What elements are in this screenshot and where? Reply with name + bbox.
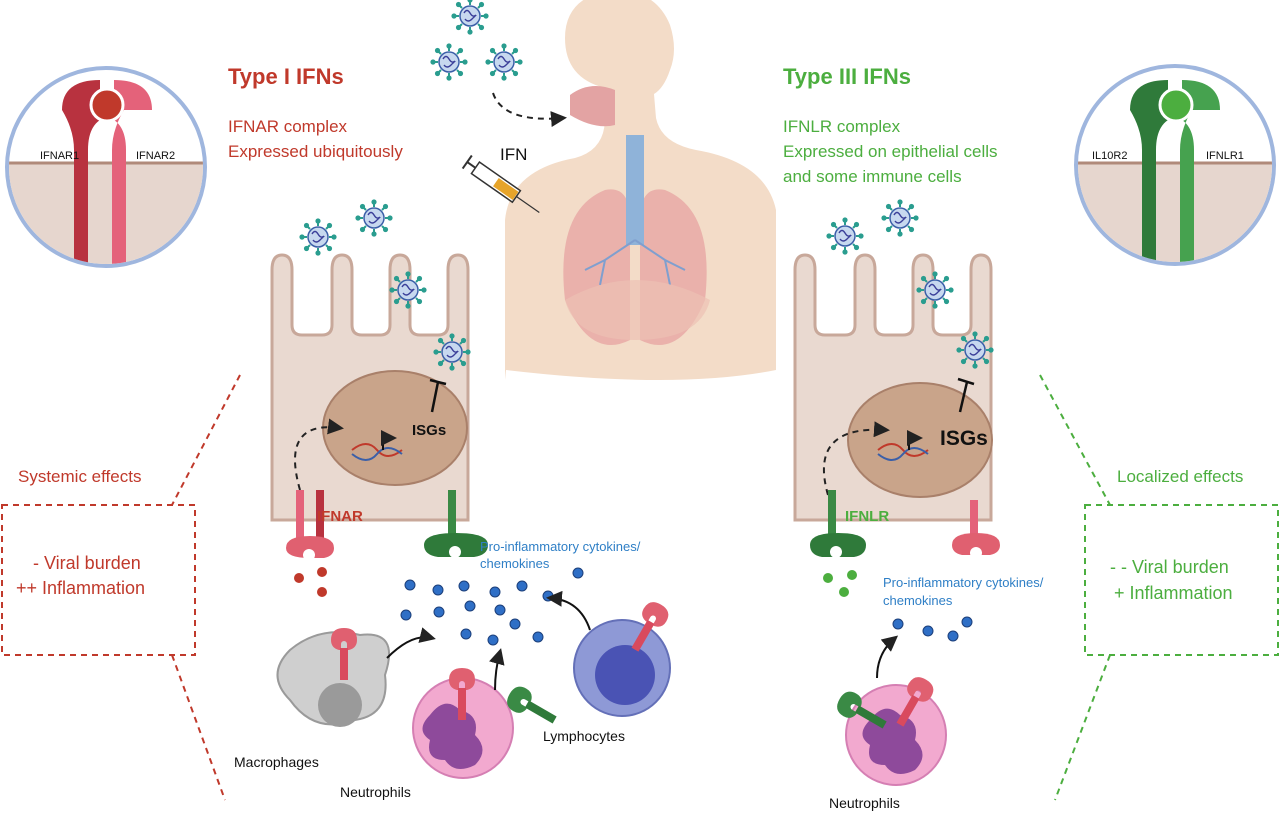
human-respiratory-figure [505,0,776,380]
ifn-syringe [461,154,540,214]
cytokines-label-right-1: Pro-inflammatory cytokines/ [883,575,1044,590]
neutrophil-cell-left [412,668,562,779]
localized-effects-box [1039,374,1279,801]
ifnar-cell-label: IFNAR [317,508,363,525]
ifnlr1-label: IFNLR1 [1206,150,1244,162]
neutrophils-label-left: Neutrophils [340,784,411,800]
isgs-label-right: ISGs [940,427,988,450]
ifnlr-cell-label: IFNLR [845,508,890,525]
systemic-effect-viral-burden: - Viral burden [33,553,141,573]
isgs-label-left: ISGs [412,422,447,439]
type1-title: Type I IFNs [228,64,344,89]
systemic-effect-inflammation: ++ Inflammation [16,578,146,598]
localized-effect-viral-burden: - - Viral burden [1110,557,1229,577]
macrophages-label: Macrophages [234,754,319,770]
epithelial-cell-right [793,253,993,522]
ifnlr-cell-receptor [810,490,866,558]
ifnar-cell-receptor [286,490,334,561]
systemic-effects-box [1,374,241,801]
cytokines-label-left-2: chemokines [480,556,550,571]
cytokine-dots-left [400,567,584,646]
il10r2-label: IL10R2 [1092,150,1128,162]
type1-desc-2: Expressed ubiquitously [228,142,403,161]
localized-effects-title: Localized effects [1117,467,1244,486]
neutrophil-cell-right [833,673,947,786]
ifnlr-receptor-inset [1074,64,1276,266]
epithelial-cell-left [270,253,470,522]
type3-desc-2: Expressed on epithelial cells [783,142,998,161]
ifnar-receptor-on-type3-cell [952,500,1000,559]
ifnar-receptor-inset [5,66,207,268]
cytokines-label-right-2: chemokines [883,593,953,608]
type3-desc-1: IFNLR complex [783,117,901,136]
neutrophils-label-right: Neutrophils [829,795,900,811]
cytokines-label-left-1: Pro-inflammatory cytokines/ [480,539,641,554]
type3-desc-3: and some immune cells [783,167,962,186]
ifnar1-label: IFNAR1 [40,150,80,162]
ifnlr-receptor-on-type1-cell [424,490,488,558]
ifnar2-label: IFNAR2 [136,150,176,162]
lymphocytes-label: Lymphocytes [543,728,625,744]
lymphocyte-cell [573,598,673,717]
type3-title: Type III IFNs [783,64,911,89]
localized-effect-inflammation: + Inflammation [1114,583,1233,603]
type1-desc-1: IFNAR complex [228,117,348,136]
ifn-label: IFN [500,145,528,164]
systemic-effects-title: Systemic effects [18,467,142,486]
macrophage-cell [276,628,390,727]
cytokine-dots-right [892,616,973,642]
